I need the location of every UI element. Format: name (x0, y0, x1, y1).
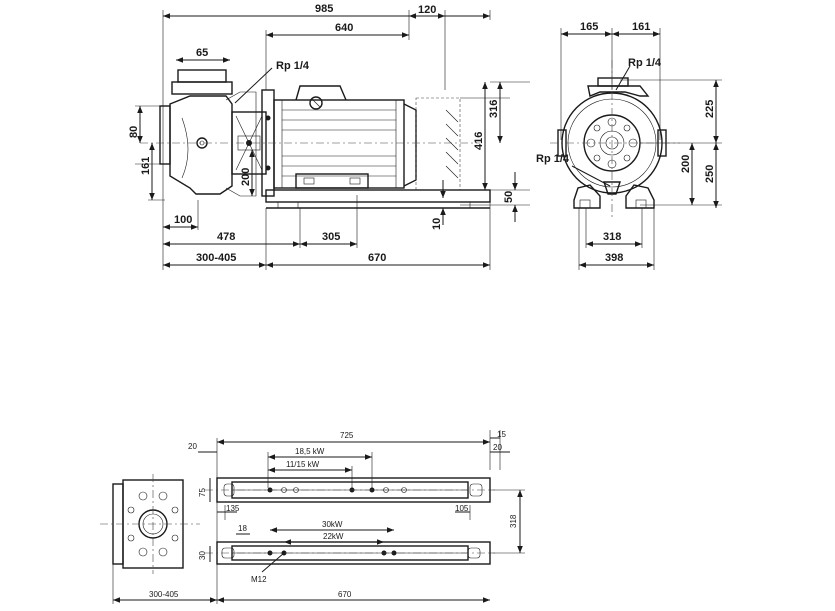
dim-flange-offset: 65 (196, 47, 208, 59)
dim-pump-front: 100 (174, 214, 192, 226)
dim-left-inset: 135 (226, 504, 240, 513)
dim-pump-range: 300-405 (196, 252, 236, 264)
dim-rail-spacing: 318 (509, 514, 518, 528)
dim-base-pump-range: 300-405 (149, 590, 179, 599)
dim-end-upper-height: 225 (704, 100, 716, 118)
dim-end-offset-right: 15 (497, 430, 506, 439)
label-kw-upper-b: 11/15 kW (286, 460, 320, 469)
dim-base-height: 50 (503, 191, 515, 203)
dim-end-lower-height: 200 (680, 155, 692, 173)
label-bolt-size: M12 (251, 575, 267, 584)
label-kw-lower-b: 22kW (323, 532, 344, 541)
dim-end-right-width: 161 (632, 21, 650, 33)
dim-height-total: 416 (473, 132, 485, 150)
dim-foot-position: 478 (217, 231, 235, 243)
dim-end-left-width: 165 (580, 21, 598, 33)
side-view: 985 120 640 65 Rp 1/4 (128, 3, 530, 270)
dim-pump-height: 200 (240, 168, 252, 186)
dim-end-total-height: 250 (704, 165, 716, 183)
dim-inlet-dn: 80 (128, 126, 140, 138)
dim-cooling-clearance: 120 (418, 4, 436, 16)
vent-label-top: Rp 1/4 (276, 60, 310, 72)
dim-motor-length: 640 (335, 22, 353, 34)
dim-end-foot-width: 318 (603, 231, 621, 243)
drain-label-end: Rp 1/4 (536, 153, 570, 165)
base-plan-view: 725 15 20 20 18,5 kW 11/15 kW (100, 430, 525, 604)
dim-base-plan-length: 670 (338, 590, 352, 599)
label-kw-upper-a: 18,5 kW (295, 447, 325, 456)
dim-end-offset-left: 20 (188, 442, 197, 451)
dim-height-top: 316 (488, 100, 500, 118)
dim-lower-height: 30 (198, 551, 207, 560)
label-kw-lower-a: 30kW (322, 520, 343, 529)
dim-end-base-width: 398 (605, 252, 623, 264)
dim-shaft-height: 161 (140, 157, 152, 175)
dim-base-clearance: 10 (431, 218, 443, 230)
dim-base-length: 670 (368, 252, 386, 264)
dim-rail-length: 725 (340, 431, 354, 440)
end-view: 165 161 Rp 1/4 Rp 1/4 (536, 21, 722, 270)
dim-right-inset: 105 (455, 504, 469, 513)
dim-rail-depth: 75 (198, 488, 207, 497)
dim-end-offset-right-2: 20 (493, 443, 502, 452)
dim-foot-span: 305 (322, 231, 340, 243)
vent-label-end: Rp 1/4 (628, 57, 662, 69)
dim-hole-offset: 18 (238, 524, 247, 533)
dim-overall-length: 985 (315, 3, 333, 15)
